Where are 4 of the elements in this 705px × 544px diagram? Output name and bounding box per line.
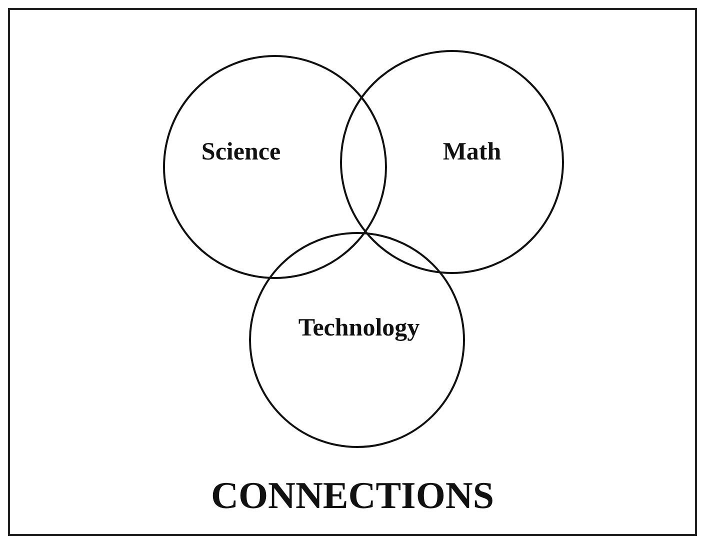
caption: CONNECTIONS [210,474,495,519]
circle-label: Math [442,137,502,168]
circle-label: Technology [298,313,420,344]
circle-label: Science [201,137,281,168]
